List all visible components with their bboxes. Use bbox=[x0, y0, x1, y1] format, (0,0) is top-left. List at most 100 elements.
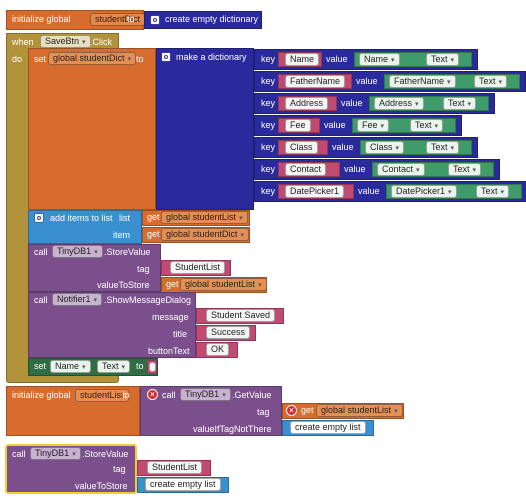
property-dropdown[interactable]: Text▾ bbox=[448, 163, 482, 176]
store-method-label: .StoreValue bbox=[104, 247, 151, 257]
make-a-dictionary-block[interactable] bbox=[156, 48, 254, 210]
add-items-gear-icon[interactable] bbox=[34, 213, 44, 223]
key-label: key bbox=[261, 120, 276, 130]
bottom-create-empty-list-label[interactable]: create empty list bbox=[145, 478, 221, 491]
store-component-tinydb1[interactable]: TinyDB1▾ bbox=[52, 245, 103, 258]
create-empty-list-label[interactable]: create empty list bbox=[290, 421, 366, 434]
component-dropdown[interactable]: Address▾ bbox=[374, 97, 424, 110]
var-name-studentdict[interactable]: studentDict bbox=[90, 13, 146, 26]
set-to-keyword: to bbox=[136, 361, 144, 371]
property-dropdown[interactable]: Text▾ bbox=[426, 141, 460, 154]
key-label: key bbox=[261, 142, 276, 152]
make-a-dictionary-label: make a dictionary bbox=[176, 52, 247, 62]
key-text-value[interactable]: DatePicker1 bbox=[285, 185, 345, 198]
title-label: title bbox=[173, 329, 188, 339]
init-keyword: initialize global bbox=[12, 390, 71, 400]
value-if-tag-not-there-label: valueIfTagNotThere bbox=[193, 424, 272, 434]
key-label: key bbox=[261, 164, 276, 174]
component-dropdown[interactable]: Class▾ bbox=[365, 141, 405, 154]
value-to-store-label: valueToStore bbox=[97, 280, 150, 290]
init-keyword: initialize global bbox=[12, 14, 71, 24]
var-name-studentlist[interactable]: studentList bbox=[75, 389, 129, 402]
create-empty-dictionary-block[interactable] bbox=[144, 11, 262, 29]
value-label: value bbox=[344, 164, 366, 174]
set-var-dropdown[interactable]: global studentDict▾ bbox=[48, 52, 137, 65]
when-keyword: when bbox=[12, 37, 34, 47]
tag-label: tag bbox=[257, 407, 270, 417]
make-dictionary-gear-icon[interactable] bbox=[161, 52, 171, 62]
component-dropdown[interactable]: Contact▾ bbox=[377, 163, 425, 176]
value-label: value bbox=[358, 186, 380, 196]
set-to-keyword: to bbox=[136, 54, 144, 64]
get-keyword: get bbox=[301, 405, 314, 415]
key-text-value[interactable]: Class bbox=[285, 141, 318, 154]
add-items-label: add items to list bbox=[50, 213, 113, 223]
set-prop-text[interactable]: Text▾ bbox=[97, 360, 131, 373]
get-keyword: get bbox=[166, 279, 179, 289]
set-component-name[interactable]: Name▾ bbox=[50, 360, 91, 373]
tag-label: tag bbox=[113, 464, 126, 474]
key-label: key bbox=[261, 98, 276, 108]
empty-text-value[interactable] bbox=[149, 362, 156, 372]
set-global-studentdict-block[interactable] bbox=[28, 48, 156, 210]
notifier-method-label: .ShowMessageDialog bbox=[104, 295, 192, 305]
property-dropdown[interactable]: Text▾ bbox=[476, 185, 510, 198]
add-items-list-label: list bbox=[119, 213, 130, 223]
key-text-value[interactable]: Contact bbox=[285, 163, 327, 176]
message-label: message bbox=[152, 312, 189, 322]
call-keyword: call bbox=[162, 390, 176, 400]
error-icon[interactable]: × bbox=[147, 389, 158, 400]
add-items-to-list-block[interactable] bbox=[28, 210, 142, 244]
component-dropdown[interactable]: Fee▾ bbox=[357, 119, 390, 132]
value-label: value bbox=[332, 142, 354, 152]
get-var-studentlist[interactable]: global studentList▾ bbox=[161, 211, 248, 224]
key-text-value[interactable]: Fee bbox=[285, 119, 311, 132]
get-var-studentlist-store[interactable]: global studentList▾ bbox=[180, 278, 267, 291]
text-student-saved-value[interactable]: Student Saved bbox=[206, 309, 276, 322]
property-dropdown[interactable]: Text▾ bbox=[474, 75, 508, 88]
text-success-value[interactable]: Success bbox=[206, 326, 251, 339]
do-keyword: do bbox=[12, 54, 23, 64]
dictionary-gear-icon[interactable] bbox=[150, 15, 160, 25]
key-text-value[interactable]: Address bbox=[285, 97, 329, 110]
to-keyword: to bbox=[127, 14, 135, 24]
key-text-value[interactable]: FatherName bbox=[285, 75, 346, 88]
tag-label: tag bbox=[137, 264, 150, 274]
notifier-component-dropdown[interactable]: Notifier1▾ bbox=[52, 293, 103, 306]
error-icon[interactable]: × bbox=[286, 405, 297, 416]
event-component-savebtn[interactable]: SaveBtn▾ bbox=[40, 35, 91, 48]
event-name: .Click bbox=[90, 37, 112, 47]
value-label: value bbox=[326, 54, 348, 64]
get-var-studentlist-tag[interactable]: global studentList▾ bbox=[316, 404, 403, 417]
property-dropdown[interactable]: Text▾ bbox=[443, 97, 477, 110]
get-var-studentdict[interactable]: global studentDict▾ bbox=[161, 228, 250, 241]
add-items-item-label: item bbox=[113, 230, 131, 240]
create-empty-dictionary-label: create empty dictionary bbox=[165, 14, 259, 24]
call-keyword: call bbox=[34, 295, 48, 305]
get-keyword: get bbox=[147, 212, 160, 222]
bottom-text-studentlist-value[interactable]: StudentList bbox=[147, 461, 203, 474]
component-dropdown[interactable]: FatherName▾ bbox=[389, 75, 456, 88]
getvalue-component-tinydb1[interactable]: TinyDB1▾ bbox=[180, 388, 231, 401]
key-label: key bbox=[261, 76, 276, 86]
value-label: value bbox=[324, 120, 346, 130]
bottom-store-method-label: .StoreValue bbox=[82, 449, 129, 459]
key-label: key bbox=[261, 54, 276, 64]
set-keyword: set bbox=[34, 54, 47, 64]
value-to-store-label: valueToStore bbox=[75, 481, 128, 491]
key-text-value[interactable]: Name bbox=[285, 53, 320, 66]
call-keyword: call bbox=[34, 247, 48, 257]
key-label: key bbox=[261, 186, 276, 196]
call-keyword: call bbox=[12, 449, 26, 459]
property-dropdown[interactable]: Text▾ bbox=[426, 53, 460, 66]
component-dropdown[interactable]: DatePicker1▾ bbox=[391, 185, 457, 198]
text-studentlist-value[interactable]: StudentList bbox=[170, 261, 226, 274]
property-dropdown[interactable]: Text▾ bbox=[410, 119, 444, 132]
value-label: value bbox=[341, 98, 363, 108]
to-keyword: to bbox=[122, 390, 130, 400]
button-text-label: buttonText bbox=[148, 346, 190, 356]
component-dropdown[interactable]: Name▾ bbox=[359, 53, 400, 66]
bottom-store-component-tinydb1[interactable]: TinyDB1▾ bbox=[30, 447, 81, 460]
value-label: value bbox=[356, 76, 378, 86]
text-ok-value[interactable]: OK bbox=[206, 343, 230, 356]
